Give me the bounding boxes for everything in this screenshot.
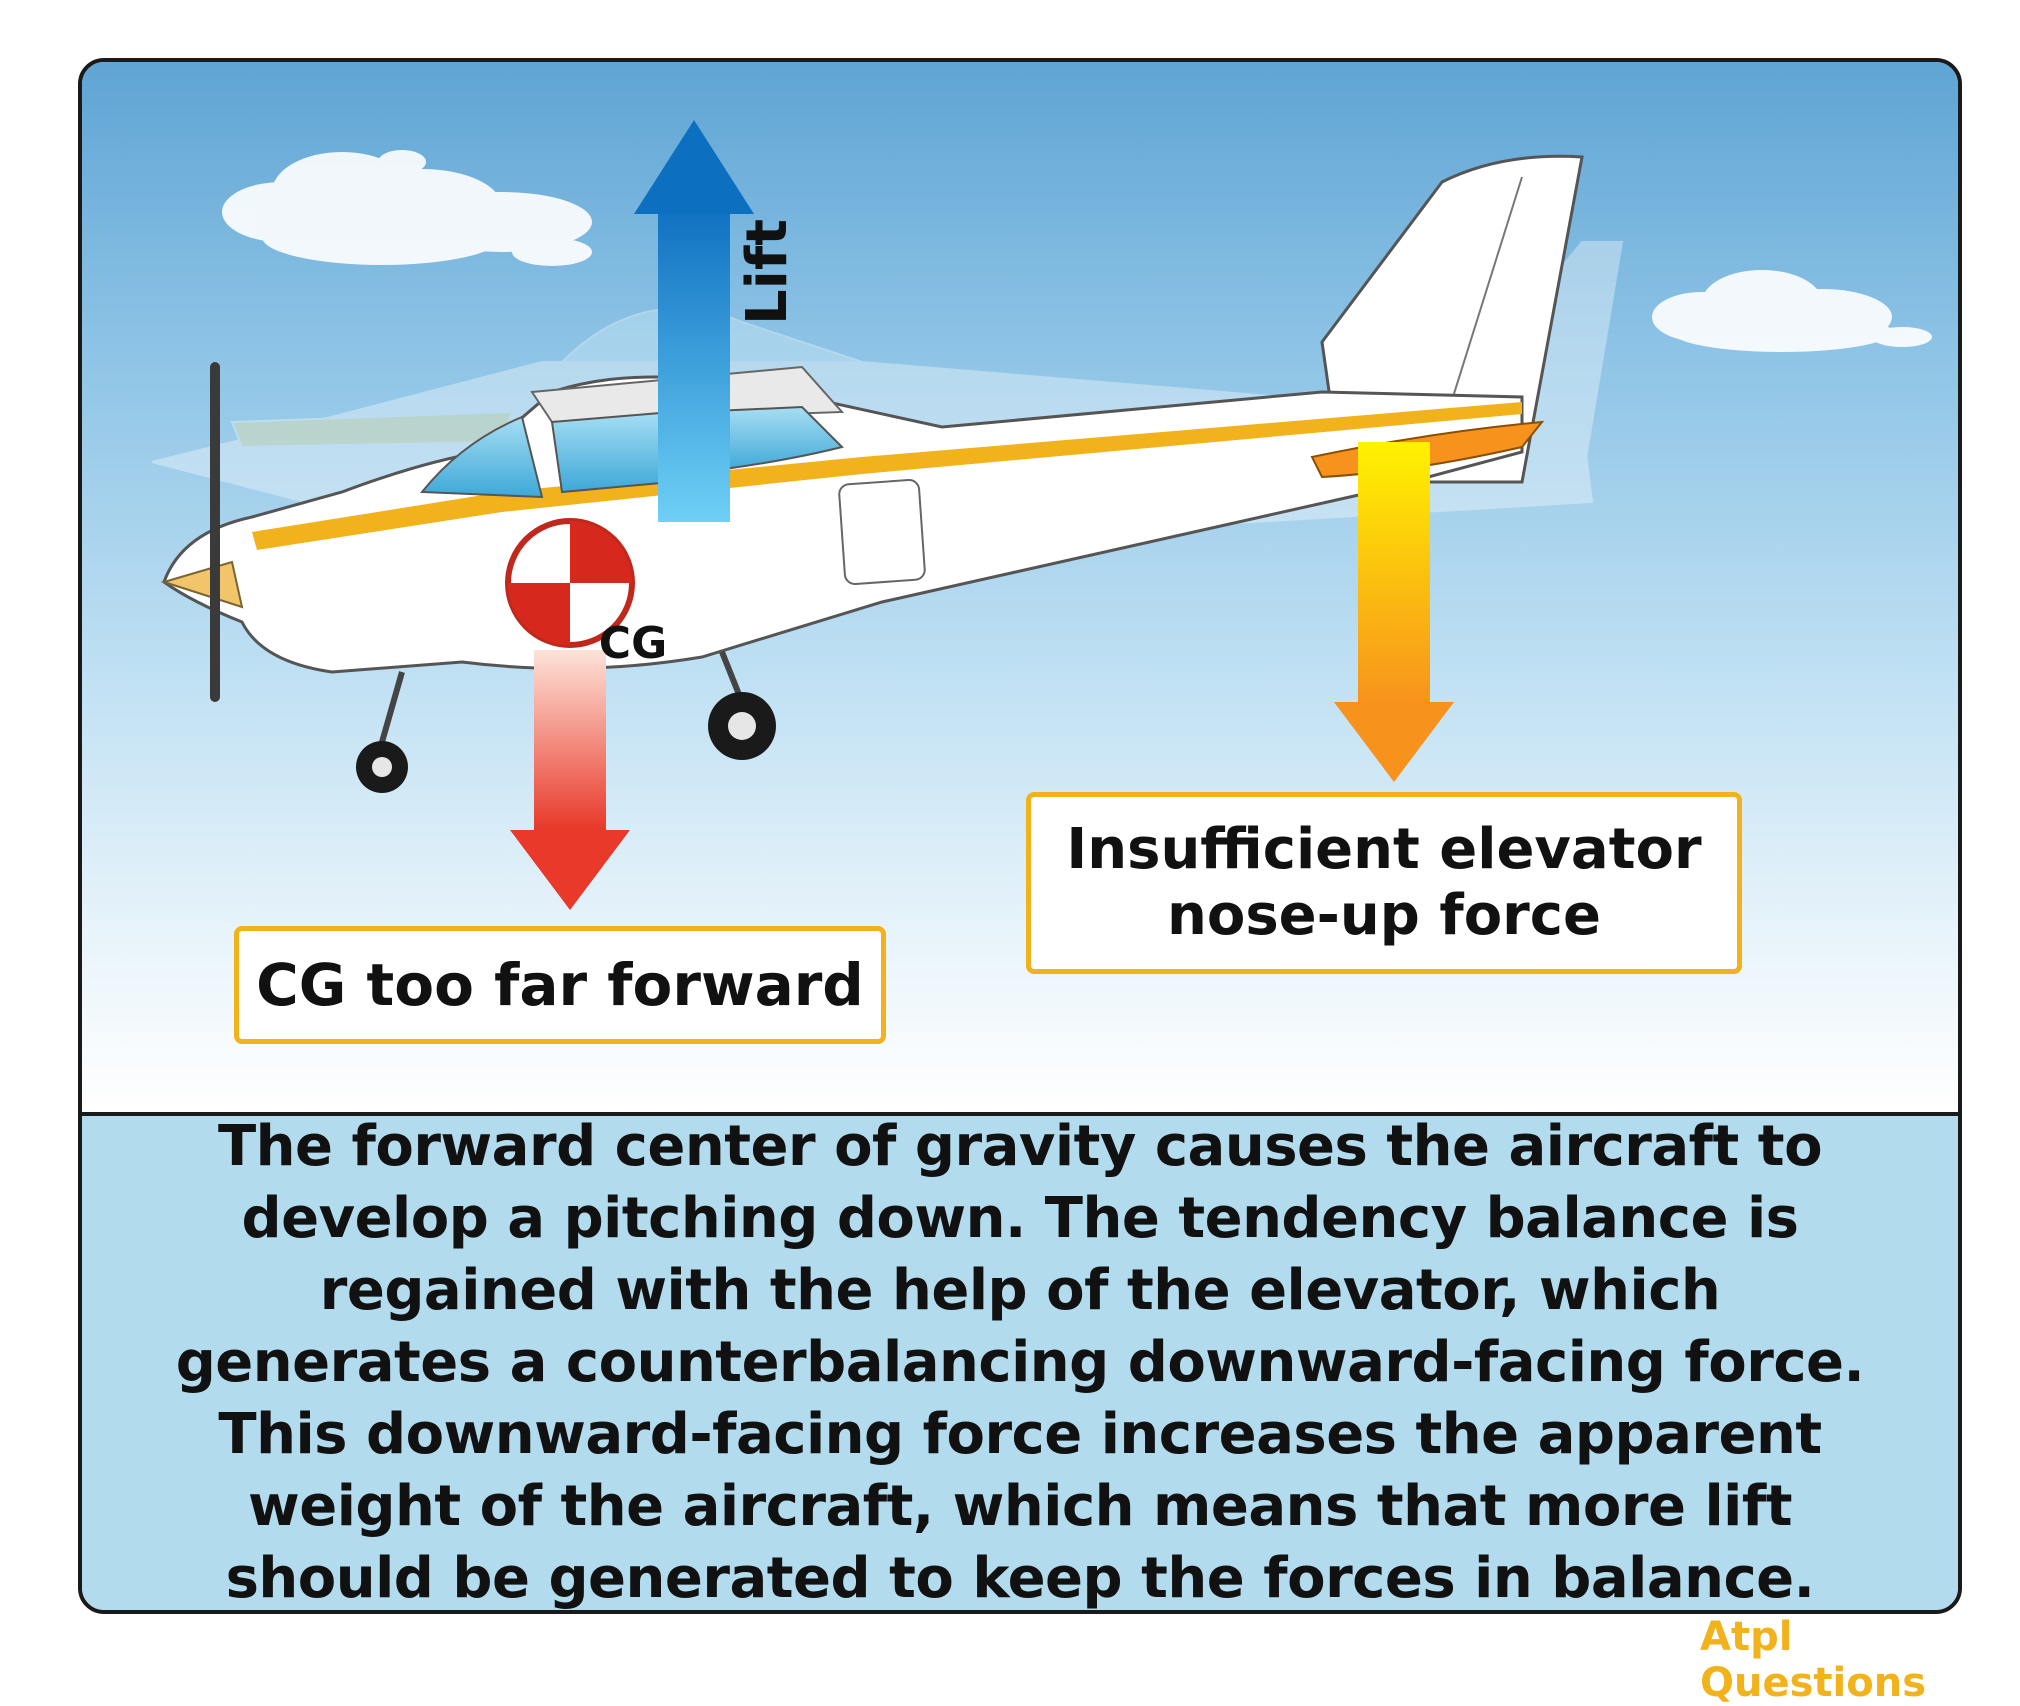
- cloud-right: [1652, 270, 1932, 352]
- cabin-window: [550, 410, 673, 494]
- cg-marker-label: CG: [598, 617, 668, 669]
- propeller: [210, 362, 220, 702]
- caption-text: The forward center of gravity causes the…: [175, 1114, 1865, 1611]
- baggage-door: [838, 479, 926, 585]
- nose-gear: [356, 671, 408, 793]
- elevator-box-text: Insufficient elevator nose-up force: [1066, 817, 1702, 948]
- spinner: [160, 560, 244, 609]
- elevator-force-label: Insufficient elevator nose-up force: [1026, 792, 1742, 974]
- section-divider: [82, 1112, 1958, 1116]
- cloud-left: [222, 150, 592, 266]
- elevator-force-arrow: [1334, 442, 1454, 782]
- diagram-frame: Lift CG CG too far forward Insufficient …: [78, 58, 1962, 1614]
- caption-panel: The forward center of gravity causes the…: [82, 1114, 1958, 1610]
- lift-label: Lift: [734, 219, 800, 326]
- cg-box-text: CG too far forward: [256, 951, 864, 1019]
- fuselage-stripe: [252, 402, 1522, 550]
- main-gear: [708, 650, 776, 760]
- brand-logo: Atpl Questions: [1700, 1614, 1927, 1706]
- weight-arrow: [510, 650, 630, 910]
- windshield: [419, 415, 544, 499]
- lift-arrow: [634, 120, 754, 522]
- cg-marker: [505, 518, 635, 648]
- cg-too-far-forward-label: CG too far forward: [234, 926, 886, 1044]
- aircraft-scene: [151, 120, 1932, 910]
